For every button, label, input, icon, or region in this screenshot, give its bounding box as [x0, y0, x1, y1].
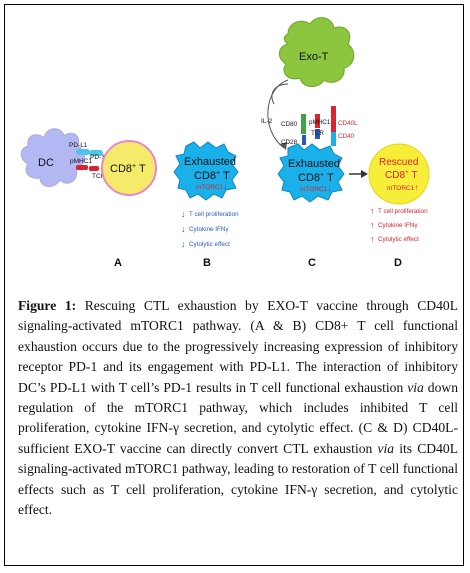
- cd8-plus-d: +: [405, 169, 409, 176]
- caption-label: Figure 1:: [18, 298, 77, 313]
- cd80-molecule: [301, 114, 306, 134]
- panel-c-label: C: [308, 257, 316, 269]
- d-effect-3: Cytolytic effect: [378, 236, 419, 243]
- cd8-plus-b: +: [216, 170, 220, 177]
- cd8-t-suffix-b: T: [220, 170, 230, 182]
- svg-text:mTORC1↑: mTORC1↑: [387, 183, 418, 192]
- cd8-plus: +: [132, 163, 136, 170]
- mtorc1-label-b: mTORC1: [196, 184, 224, 191]
- b-effects-list: ↓ T cell proliferation ↓ Cytokine IFNγ ↓…: [181, 209, 239, 249]
- cd40-molecule: [331, 132, 336, 146]
- cd40-label: CD40: [338, 133, 355, 140]
- figure-caption: Figure 1: Rescuing CTL exhaustion by EXO…: [18, 296, 458, 520]
- cd28-molecule: [302, 135, 306, 145]
- mtorc1-label-c: mTORC1: [300, 186, 328, 193]
- cd8-plus-c: +: [320, 172, 324, 179]
- cd28-label: CD28: [281, 139, 298, 146]
- up-arrow-icon-1: ↑: [370, 206, 375, 216]
- b-effect-3: Cytolytic effect: [189, 241, 230, 248]
- exo-t-cell: Exo-T: [279, 17, 355, 87]
- panel-a-label: A: [114, 257, 122, 269]
- caption-text-3: its CD40L signaling-activated mTORC1 pat…: [18, 440, 459, 518]
- mtorc1-label-d: mTORC1: [387, 185, 415, 192]
- svg-text:mTORC1↓: mTORC1↓: [300, 184, 331, 193]
- d-effect-1: T cell proliferation: [378, 208, 428, 215]
- tcr-molecule-left: [89, 166, 99, 171]
- b-effect-1: T cell proliferation: [189, 211, 239, 218]
- exhausted-label-c: Exhausted: [288, 158, 340, 170]
- pdl1-molecule: [76, 149, 90, 155]
- cd8-t-suffix-d: T: [409, 170, 418, 181]
- cd8-label-d: CD8: [385, 170, 405, 181]
- rescued-cell: Rescued CD8+ T mTORC1↑: [368, 143, 430, 205]
- up-arrow-icon-3: ↑: [370, 234, 375, 244]
- mtorc1-down-icon-c: ↓: [327, 184, 331, 193]
- pd1-label: PD-1: [90, 154, 105, 161]
- pmhc1-label-left: pMHC1: [70, 158, 92, 165]
- svg-text:CD8+ T: CD8+ T: [194, 170, 230, 182]
- dc-label: DC: [38, 157, 54, 169]
- tcr-label-left: TCR: [92, 173, 106, 180]
- d-effects-list: ↑ T cell proliferation ↑ Cytokine IFNγ ↑…: [370, 206, 428, 244]
- figure-frame: [4, 4, 464, 566]
- cd8-label-b: CD8: [194, 170, 216, 182]
- down-arrow-icon-3: ↓: [181, 239, 186, 249]
- tcr-molecule-c: [315, 129, 320, 139]
- caption-text-2: down regulation of the mTORC1 pathway, w…: [18, 379, 459, 456]
- mtorc1-up-icon-d: ↑: [414, 183, 418, 192]
- svg-text:mTORC1↓: mTORC1↓: [196, 182, 227, 191]
- down-arrow-icon-1: ↓: [181, 209, 186, 219]
- down-arrow-icon-2: ↓: [181, 224, 186, 234]
- cd8-t-cell: CD8+ T: [101, 140, 157, 196]
- cd8-t-suffix: T: [136, 163, 146, 175]
- cd80-label: CD80: [281, 121, 298, 128]
- exhausted-cell-b: Exhausted CD8+ T mTORC1↓: [173, 141, 239, 201]
- svg-text:CD8+ T: CD8+ T: [385, 169, 418, 181]
- caption-via-2: via: [377, 440, 395, 456]
- il2-arrow-out: [267, 79, 289, 149]
- caption-via-1: via: [407, 379, 424, 395]
- pdl1-label: PD-L1: [69, 142, 88, 149]
- tcr-label-c: TCR: [311, 130, 324, 137]
- cd8-label-c: CD8: [298, 172, 320, 184]
- exo-t-label: Exo-T: [299, 51, 329, 63]
- d-effect-2: Cytokine IFNγ: [378, 222, 418, 229]
- caption-text-1: Rescuing CTL exhaustion by EXO-T vaccine…: [18, 298, 458, 395]
- exhausted-cell-c: Exhausted CD8+ T mTORC1↓: [277, 143, 345, 203]
- rescued-label: Rescued: [379, 157, 418, 168]
- svg-text:CD8+ T: CD8+ T: [110, 163, 146, 175]
- mtorc1-down-icon-b: ↓: [223, 182, 227, 191]
- cd8-t-label: CD8: [110, 163, 132, 175]
- pmhc1-molecule-c: [315, 114, 320, 128]
- pmhc1-label-c: pMHC1: [309, 119, 331, 126]
- cd40l-molecule: [331, 106, 336, 132]
- panel-b-label: B: [203, 257, 211, 269]
- panel-d-label: D: [394, 257, 402, 269]
- pmhc1-molecule-left: [76, 165, 88, 170]
- up-arrow-icon-2: ↑: [370, 220, 375, 230]
- cd40l-label: CD40L: [338, 120, 358, 127]
- pd1-molecule: [89, 150, 103, 156]
- exhausted-label-b: Exhausted: [184, 156, 236, 168]
- svg-text:CD8+ T: CD8+ T: [298, 172, 334, 184]
- dc-cell: DC: [20, 128, 85, 187]
- cd8-t-suffix-c: T: [324, 172, 334, 184]
- convert-arrow-head: [361, 170, 368, 178]
- il2-arrow-loop: [271, 83, 289, 105]
- il2-arrow-head: [280, 142, 287, 150]
- il2-label: IL-2: [261, 118, 273, 125]
- diagram: DC PD-L1 pMHC1 PD-1 TCR CD8+ T A Exhaust…: [20, 17, 430, 269]
- b-effect-2: Cytokine IFNγ: [189, 226, 229, 233]
